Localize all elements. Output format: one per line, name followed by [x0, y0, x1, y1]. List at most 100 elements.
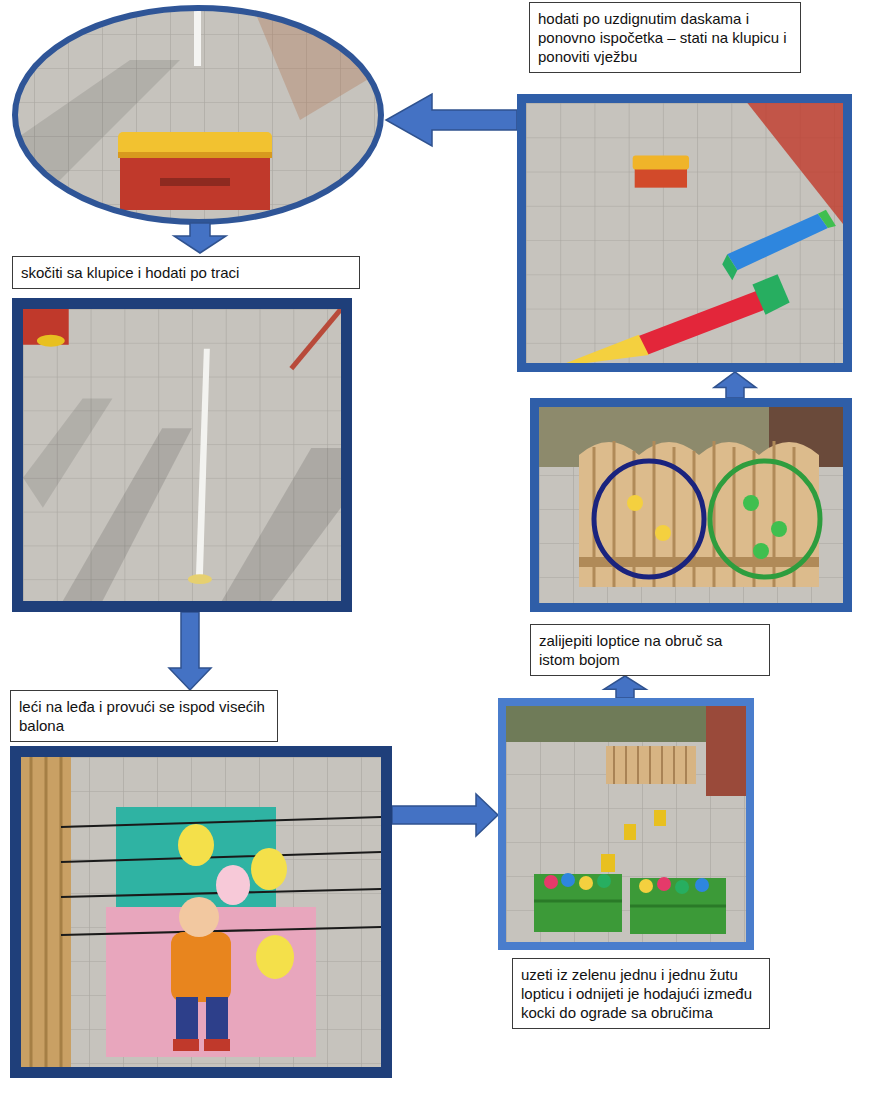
crates-photo-part: [601, 854, 615, 872]
fence-photo-part: [710, 461, 820, 577]
flow-arrow-shape: [169, 612, 211, 690]
flow-arrow: [169, 612, 211, 690]
circle-photo: [0, 0, 400, 240]
crates-photo-part: [654, 810, 666, 826]
flow-arrow: [604, 676, 646, 698]
crates-photo-part: [614, 746, 686, 784]
balloon-photo-part: [178, 824, 214, 866]
boards-photo: [526, 103, 843, 363]
circle-photo-part: [194, 6, 201, 66]
fence-photo-part: [743, 495, 759, 511]
crates-photo-part: [579, 876, 593, 890]
circle-outline: [15, 8, 381, 222]
boards-photo-part: [727, 214, 828, 270]
caption-box: skočiti sa klupice i hodati po traci: [12, 256, 360, 289]
trace-photo-part: [63, 428, 192, 601]
balloon-photo-part: [206, 997, 228, 1042]
boards-photo-part: [747, 103, 843, 224]
boards-photo-part: [722, 254, 737, 280]
station-node: hodati po uzdignutim daskama i ponovno i…: [517, 2, 852, 372]
crates-photo-part: [544, 875, 558, 889]
fence-photo-part: [579, 442, 819, 587]
fence-photo-part: [771, 521, 787, 537]
balloon-photo-part: [256, 935, 294, 979]
balloon-photo-part: [251, 848, 287, 890]
trace-photo-part: [23, 309, 341, 601]
fence-photo: [539, 407, 843, 603]
trace-photo-part: [196, 349, 210, 577]
trace-photo: [23, 309, 341, 601]
caption-text: zalijepiti loptice na obruč sa istom boj…: [539, 631, 761, 669]
caption-text: skočiti sa klupice i hodati po traci: [21, 263, 351, 282]
crates-photo: [506, 706, 746, 942]
fence-photo-part: [539, 407, 843, 603]
station-node: uzeti iz zelenu jednu i jednu žutu lopti…: [498, 698, 770, 1029]
fence-photo-part: [655, 525, 671, 541]
balloon-photo-part: [21, 757, 381, 1067]
flow-arrow: [174, 223, 226, 253]
photo-frame: [12, 298, 352, 612]
balloon-photo-part: [31, 757, 61, 1067]
trace-photo-part: [222, 448, 341, 601]
trace-photo-part: [188, 574, 212, 584]
flow-arrow: [714, 372, 756, 398]
balloon-photo-part: [21, 757, 71, 1067]
crates-photo-part: [675, 880, 689, 894]
crates-photo-part: [534, 901, 726, 906]
crates-photo-part: [606, 746, 696, 784]
balloon-photo-part: [179, 897, 219, 937]
fence-photo-part: [753, 543, 769, 559]
trace-photo-part: [23, 398, 112, 507]
balloon-photo-part: [204, 1039, 230, 1051]
fence-photo-part: [594, 461, 704, 577]
crates-photo-part: [597, 874, 611, 888]
crates-photo-part: [639, 879, 653, 893]
circle-photo-part: [118, 132, 272, 158]
crates-photo-part: [534, 874, 622, 932]
caption-box: hodati po uzdignutim daskama i ponovno i…: [529, 2, 801, 73]
trace-photo-part: [37, 335, 65, 347]
circle-photo-part: [160, 178, 230, 186]
balloon-photo-part: [173, 1039, 199, 1051]
boards-photo-part: [752, 274, 789, 314]
caption-text: uzeti iz zelenu jednu i jednu žutu lopti…: [521, 965, 761, 1022]
station-node: skočiti sa klupice i hodati po traci: [12, 256, 360, 612]
boards-photo-part: [526, 103, 843, 363]
circle-photo-part: [120, 150, 270, 210]
station-node: zalijepiti loptice na obruč sa istom boj…: [530, 398, 852, 676]
flow-arrow: [386, 94, 517, 146]
balloon-photo-part: [171, 932, 231, 1002]
fence-photo-part: [627, 495, 643, 511]
circle-photo-part: [300, 0, 400, 8]
boards-photo-part: [633, 155, 689, 169]
caption-box: leći na leđa i provući se ispod visećih …: [10, 690, 278, 742]
caption-box: uzeti iz zelenu jednu i jednu žutu lopti…: [512, 958, 770, 1029]
flow-arrow-shape: [392, 794, 498, 836]
flow-arrow-shape: [714, 372, 756, 398]
trace-photo-part: [291, 309, 341, 369]
balloon-photo: [21, 757, 381, 1067]
crates-photo-part: [695, 878, 709, 892]
flow-arrow-shape: [604, 676, 646, 698]
photo-frame: [10, 746, 392, 1078]
balloon-photo-part: [216, 865, 250, 905]
crates-photo-part: [624, 824, 636, 840]
circle-photo-part: [118, 152, 272, 158]
caption-box: zalijepiti loptice na obruč sa istom boj…: [530, 624, 770, 676]
photo-frame: [498, 698, 754, 950]
circle-photo-part: [0, 0, 400, 240]
boards-photo-part: [566, 335, 649, 363]
caption-text: hodati po uzdignutim daskama i ponovno i…: [538, 9, 792, 66]
crates-photo-part: [657, 877, 671, 891]
balloon-photo-part: [61, 817, 381, 935]
flow-arrow: [392, 794, 498, 836]
crates-photo-part: [506, 706, 746, 942]
photo-frame: [530, 398, 852, 612]
station-node: leći na leđa i provući se ispod visećih …: [10, 690, 392, 1078]
crates-photo-part: [561, 873, 575, 887]
crates-photo-part: [706, 706, 746, 796]
photo-frame: [517, 94, 852, 372]
balloon-photo-part: [176, 997, 198, 1042]
